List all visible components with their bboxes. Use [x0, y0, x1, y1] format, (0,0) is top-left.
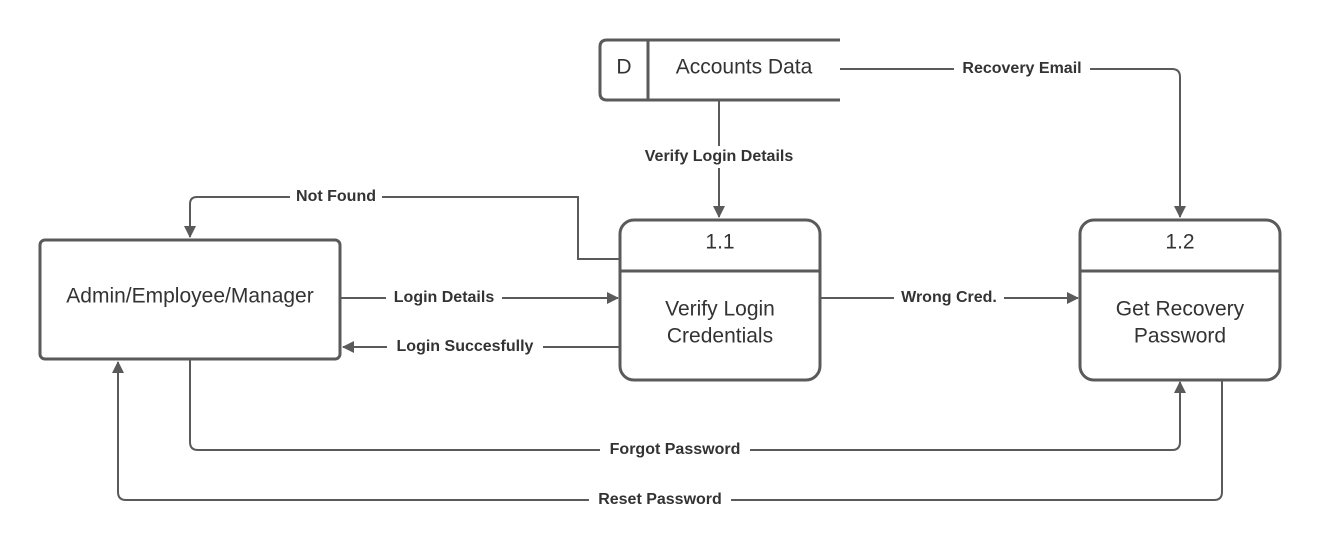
edge-label-login-details: Login Details — [394, 289, 495, 306]
data-store-accounts[interactable]: D Accounts Data — [598, 38, 840, 102]
process-2-number: 1.2 — [1165, 231, 1194, 254]
edge-label-forgot-password: Forgot Password — [610, 441, 741, 458]
edge-label-login-successfully: Login Succesfully — [397, 338, 534, 355]
flow-reset-password — [112, 361, 1223, 501]
data-store-id: D — [616, 56, 631, 79]
edge-label-login-details-group: Login Details — [386, 287, 502, 309]
process-1-box — [618, 218, 822, 382]
entity-admin-employee-manager[interactable]: Admin/Employee/Manager — [38, 238, 342, 361]
flow-recovery-email — [840, 68, 1186, 218]
edge-label-not-found: Not Found — [296, 188, 376, 205]
data-store-outline — [598, 38, 840, 102]
edge-label-login-successfully-group: Login Succesfully — [387, 336, 543, 358]
process-1-number: 1.1 — [705, 231, 734, 254]
process-1-label-line1: Verify Login — [665, 298, 775, 321]
edge-label-verify-login-details-group: Verify Login Details — [634, 146, 804, 168]
process-2-box — [1078, 218, 1282, 382]
entity-label: Admin/Employee/Manager — [66, 285, 313, 308]
edge-label-reset-password: Reset Password — [598, 491, 722, 508]
edge-label-wrong-cred-group: Wrong Cred. — [894, 287, 1004, 309]
entity-box — [38, 238, 342, 361]
edge-label-recovery-email: Recovery Email — [962, 60, 1081, 77]
edge-label-reset-password-group: Reset Password — [589, 489, 731, 511]
edge-label-recovery-email-group: Recovery Email — [954, 58, 1090, 80]
edge-label-wrong-cred: Wrong Cred. — [901, 289, 997, 306]
process-1-label-line2: Credentials — [667, 325, 773, 348]
process-2-label-line2: Password — [1134, 325, 1226, 348]
process-verify-login-credentials[interactable]: 1.1 Verify Login Credentials — [618, 218, 822, 382]
edge-label-forgot-password-group: Forgot Password — [600, 439, 750, 461]
edge-label-not-found-group: Not Found — [290, 186, 382, 208]
data-store-label: Accounts Data — [676, 56, 813, 79]
flow-not-found — [184, 196, 620, 260]
process-2-label-line1: Get Recovery — [1116, 298, 1245, 321]
process-get-recovery-password[interactable]: 1.2 Get Recovery Password — [1078, 218, 1282, 382]
edge-label-verify-login-details: Verify Login Details — [645, 148, 794, 165]
